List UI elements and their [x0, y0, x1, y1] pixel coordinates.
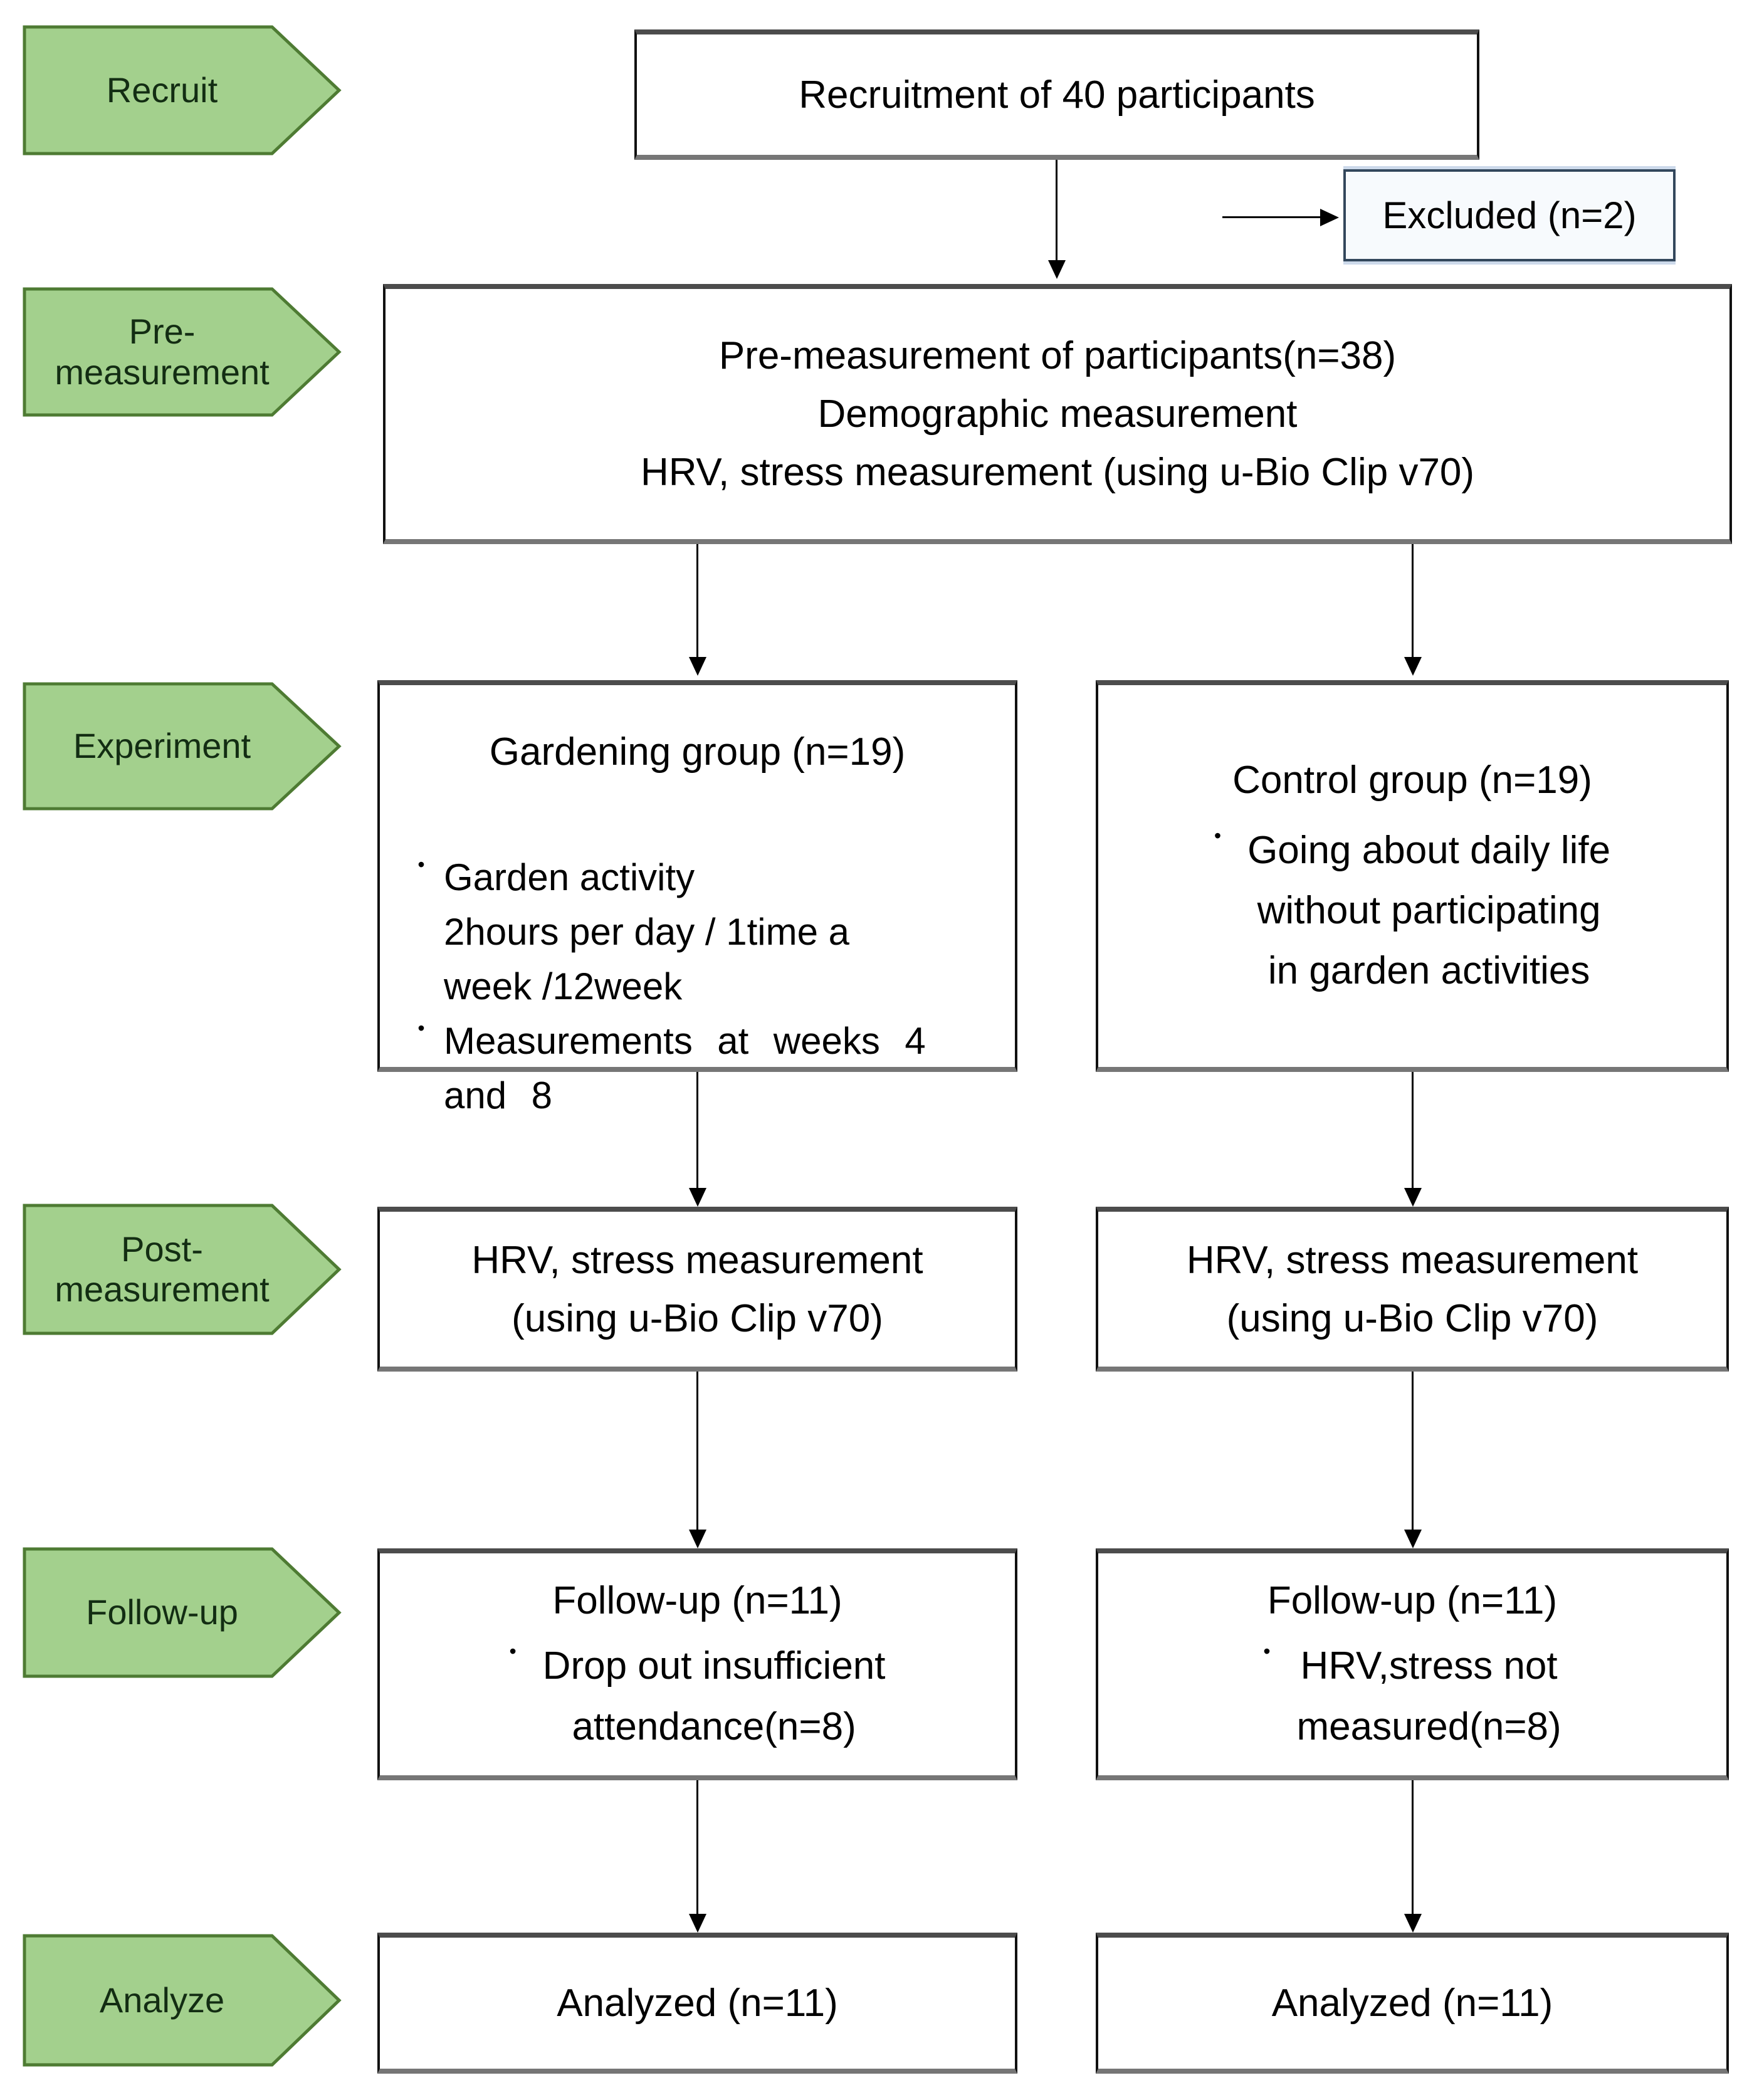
gardening-group-box: Gardening group (n=19) • Garden activity… — [377, 680, 1017, 1116]
chevron-arrow-shape — [23, 682, 342, 811]
follow-up-box-gardening: Follow-up (n=11) • Drop out insufficient… — [377, 1548, 1017, 1780]
gardening-bullet-list: • Garden activity 2hours per day / 1time… — [399, 850, 996, 1123]
arrow-to-excluded — [1222, 216, 1320, 218]
stage-label-recruit: Recruit — [106, 70, 218, 110]
stage-label-experiment: Experiment — [73, 726, 251, 766]
chevron-arrow-shape — [23, 287, 342, 417]
follow-up-bullet-text: Drop out insufficient attendance(n=8) — [542, 1644, 886, 1748]
follow-up-bullet-text: HRV,stress not measured(n=8) — [1296, 1644, 1561, 1748]
control-group-title: Control group (n=19) — [1232, 758, 1592, 802]
excluded-text: Excluded (n=2) — [1382, 194, 1637, 236]
arrow-pre-to-gardening — [696, 544, 698, 657]
stage-post-measurement: Post-measurement — [23, 1204, 342, 1335]
stage-recruit: Recruit — [23, 25, 342, 155]
post-measurement-box-gardening: HRV, stress measurement (using u-Bio Cli… — [377, 1207, 1017, 1372]
chevron-arrow-shape — [23, 1547, 342, 1678]
recruitment-box: Recruitment of 40 participants — [634, 29, 1479, 160]
stage-experiment: Experiment — [23, 682, 342, 811]
control-group-box: Control group (n=19) • Going about daily… — [1096, 680, 1729, 1072]
pre-measurement-line: Demographic measurement — [817, 392, 1298, 436]
analyzed-text: Analyzed (n=11) — [557, 1982, 838, 2025]
follow-up-title: Follow-up (n=11) — [552, 1579, 842, 1623]
list-item: • Measurements at weeks 4 and 8 — [399, 1014, 996, 1123]
list-item: • Garden activity 2hours per day / 1time… — [399, 850, 996, 1014]
pre-measurement-box: Pre-measurement of participants(n=38) De… — [383, 284, 1732, 544]
bullet-icon: • — [417, 1017, 425, 1039]
arrow-post-to-follow-right — [1412, 1372, 1414, 1530]
analyzed-text: Analyzed (n=11) — [1271, 1982, 1553, 2025]
excluded-box: Excluded (n=2) — [1343, 169, 1676, 261]
stage-label-pre-measurement: Pre-measurement — [55, 312, 270, 392]
arrow-follow-to-analyzed-right — [1412, 1780, 1414, 1914]
list-item: • Going about daily life without partici… — [1214, 821, 1610, 1001]
control-bullet-text: Going about daily life without participa… — [1247, 828, 1611, 993]
post-measurement-box-control: HRV, stress measurement (using u-Bio Cli… — [1096, 1207, 1729, 1372]
follow-up-title: Follow-up (n=11) — [1267, 1579, 1558, 1623]
list-item: • HRV,stress not measured(n=8) — [1263, 1636, 1561, 1756]
chevron-arrow-shape — [23, 1934, 342, 2067]
pre-measurement-line: HRV, stress measurement (using u-Bio Cli… — [640, 451, 1475, 494]
bullet-icon: • — [1263, 1640, 1271, 1663]
arrow-control-to-post — [1412, 1072, 1414, 1188]
arrow-follow-to-analyzed-left — [696, 1780, 698, 1914]
list-item: • Drop out insufficient attendance(n=8) — [509, 1636, 885, 1756]
stage-follow-up: Follow-up — [23, 1547, 342, 1678]
recruitment-text: Recruitment of 40 participants — [799, 73, 1315, 117]
arrow-post-to-follow-left — [696, 1372, 698, 1530]
stage-label-analyze: Analyze — [99, 1980, 225, 2020]
post-measurement-line: HRV, stress measurement — [1186, 1238, 1639, 1282]
stage-analyze: Analyze — [23, 1934, 342, 2067]
post-measurement-line: HRV, stress measurement — [471, 1238, 923, 1282]
post-measurement-line: (using u-Bio Clip v70) — [1226, 1296, 1598, 1340]
follow-up-box-control: Follow-up (n=11) • HRV,stress not measur… — [1096, 1548, 1729, 1780]
gardening-bullet-text: Measurements at weeks 4 and 8 — [444, 1020, 926, 1116]
pre-measurement-line: Pre-measurement of participants(n=38) — [718, 334, 1397, 377]
bullet-icon: • — [1214, 824, 1222, 847]
gardening-bullet-text: Garden activity 2hours per day / 1time a… — [444, 856, 850, 1007]
chevron-arrow-shape — [23, 25, 342, 155]
bullet-icon: • — [417, 853, 425, 876]
analyzed-box-gardening: Analyzed (n=11) — [377, 1933, 1017, 2074]
stage-pre-measurement: Pre-measurement — [23, 287, 342, 417]
analyzed-box-control: Analyzed (n=11) — [1096, 1933, 1729, 2074]
arrow-recruitment-to-pre — [1056, 160, 1057, 260]
stage-label-follow-up: Follow-up — [86, 1592, 238, 1632]
arrow-gardening-to-post — [696, 1072, 698, 1188]
stage-label-post-measurement: Post-measurement — [55, 1229, 270, 1309]
post-measurement-line: (using u-Bio Clip v70) — [512, 1296, 883, 1340]
chevron-arrow-shape — [23, 1204, 342, 1335]
bullet-icon: • — [509, 1640, 517, 1663]
arrow-pre-to-control — [1412, 544, 1414, 657]
gardening-group-title: Gardening group (n=19) — [489, 730, 906, 774]
